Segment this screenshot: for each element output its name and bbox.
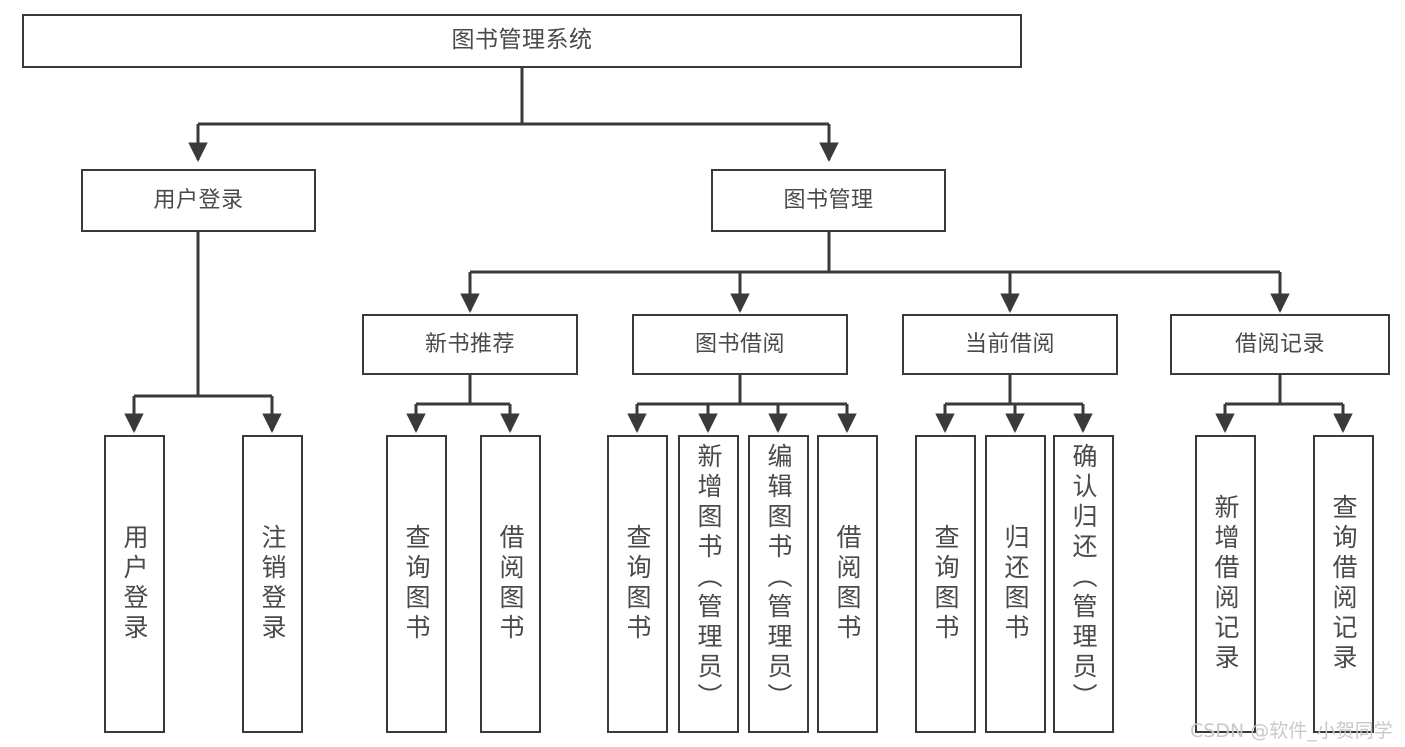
node-label: 新书推荐 [424, 331, 515, 357]
node-label: 查询图书 [931, 524, 960, 644]
node-label: 用户登录 [120, 524, 149, 644]
leaf-user-login-logout[interactable]: 注销登录 [242, 435, 303, 733]
node-label: 查询借阅记录 [1329, 494, 1358, 674]
leaf-current-borrow-return[interactable]: 归还图书 [985, 435, 1046, 733]
node-root-library-system[interactable]: 图书管理系统 [22, 14, 1022, 68]
node-label: 查询图书 [623, 524, 652, 644]
leaf-book-borrow-borrow[interactable]: 借阅图书 [817, 435, 878, 733]
leaf-current-borrow-confirm-return[interactable]: 确认归还（管理员） [1053, 435, 1114, 733]
node-book-management[interactable]: 图书管理 [711, 169, 946, 232]
node-label: 图书借阅 [694, 331, 785, 357]
node-label: 查询图书 [402, 524, 431, 644]
node-label: 确认归还（管理员） [1069, 443, 1098, 713]
node-label: 编辑图书（管理员） [764, 443, 793, 713]
leaf-new-book-query[interactable]: 查询图书 [386, 435, 447, 733]
node-label: 当前借阅 [964, 331, 1055, 357]
node-label: 借阅图书 [833, 524, 862, 644]
node-label: 借阅记录 [1234, 331, 1325, 357]
watermark-csdn: CSDN @软件_小贺同学 [1190, 720, 1393, 742]
leaf-new-book-borrow[interactable]: 借阅图书 [480, 435, 541, 733]
node-label: 用户登录 [153, 187, 244, 213]
node-label: 图书管理系统 [451, 27, 593, 54]
node-label: 新增图书（管理员） [694, 443, 723, 713]
leaf-book-borrow-edit[interactable]: 编辑图书（管理员） [748, 435, 809, 733]
leaf-book-borrow-add[interactable]: 新增图书（管理员） [678, 435, 739, 733]
node-current-borrow[interactable]: 当前借阅 [902, 314, 1118, 375]
node-label: 借阅图书 [496, 524, 525, 644]
leaf-borrow-record-add[interactable]: 新增借阅记录 [1195, 435, 1256, 733]
leaf-user-login-login[interactable]: 用户登录 [104, 435, 165, 733]
node-borrow-records[interactable]: 借阅记录 [1170, 314, 1390, 375]
node-label: 归还图书 [1001, 524, 1030, 644]
node-user-login[interactable]: 用户登录 [81, 169, 316, 232]
node-label: 图书管理 [783, 187, 874, 213]
leaf-current-borrow-query[interactable]: 查询图书 [915, 435, 976, 733]
node-new-book-recommend[interactable]: 新书推荐 [362, 314, 578, 375]
leaf-borrow-record-query[interactable]: 查询借阅记录 [1313, 435, 1374, 733]
node-label: 新增借阅记录 [1211, 494, 1240, 674]
leaf-book-borrow-query[interactable]: 查询图书 [607, 435, 668, 733]
node-book-borrow[interactable]: 图书借阅 [632, 314, 848, 375]
node-label: 注销登录 [258, 524, 287, 644]
